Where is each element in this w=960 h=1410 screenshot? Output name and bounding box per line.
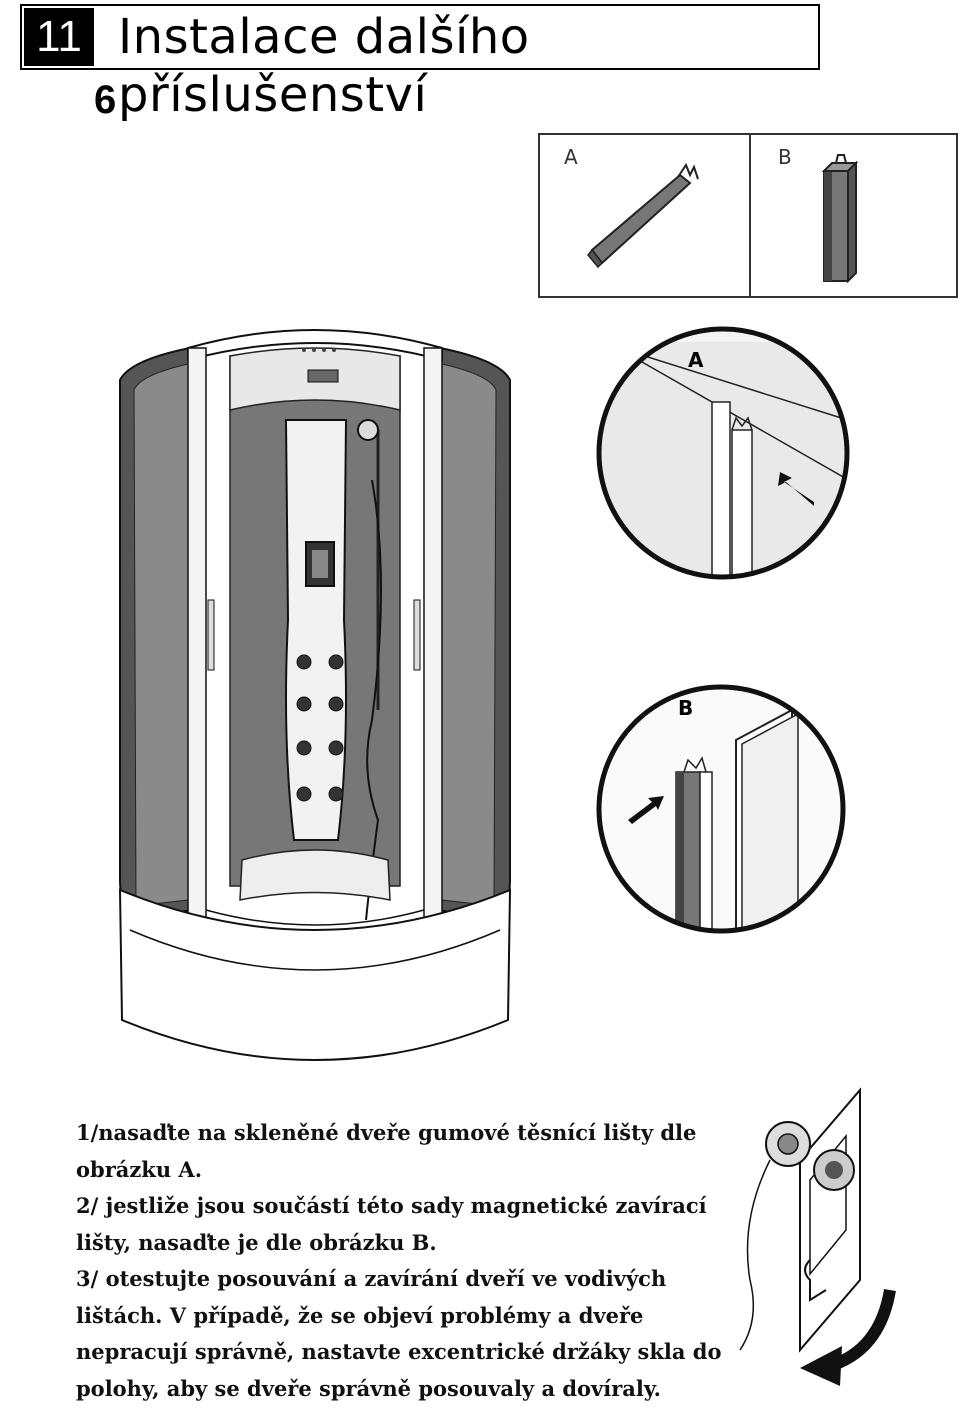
section-title: Instalace dalšího příslušenství (118, 9, 530, 123)
parts-box: A B (538, 133, 958, 298)
instructions-text: 1/nasaďte na skleněné dveře gumové těsní… (76, 1115, 756, 1407)
rotate-arrow-icon (800, 1288, 896, 1386)
instruction-line: 1/nasaďte na skleněné dveře gumové těsní… (76, 1120, 697, 1145)
magnetic-strip-icon (821, 154, 859, 284)
instruction-line: lištách. V případě, že se objeví problém… (76, 1302, 644, 1328)
section-number: 11 (24, 8, 94, 66)
instruction-line: 2/ jestliže jsou součástí této sady magn… (76, 1193, 707, 1218)
instruction-line: nepracují správně, nastavte excentrické … (76, 1339, 722, 1364)
detail-b-circle (596, 684, 846, 934)
part-a-label: A (564, 145, 578, 169)
parts-illustration (587, 154, 859, 284)
section-header: 11 Instalace dalšího příslušenství (20, 4, 820, 123)
insert-arrow-icon (778, 472, 814, 506)
shower-cabin-drawing (118, 329, 512, 1061)
instruction-line: obrázku A. (76, 1156, 203, 1182)
detail-a-label: A (688, 348, 704, 372)
insert-arrow-icon (628, 796, 664, 824)
instruction-line: polohy, aby se dveře správně posouvaly a… (76, 1375, 661, 1401)
seal-strip-icon (587, 162, 699, 269)
detail-a-circle (596, 326, 850, 580)
step-number: 6 (94, 78, 117, 122)
eccentric-holder-drawing (739, 1087, 896, 1386)
detail-b-label: B (678, 696, 694, 720)
parts-divider (749, 135, 751, 296)
instruction-line: 3/ otestujte posouvání a zavírání dveří … (76, 1266, 667, 1291)
part-b-label: B (778, 145, 792, 169)
instruction-line: lišty, nasaďte je dle obrázku B. (76, 1229, 437, 1255)
